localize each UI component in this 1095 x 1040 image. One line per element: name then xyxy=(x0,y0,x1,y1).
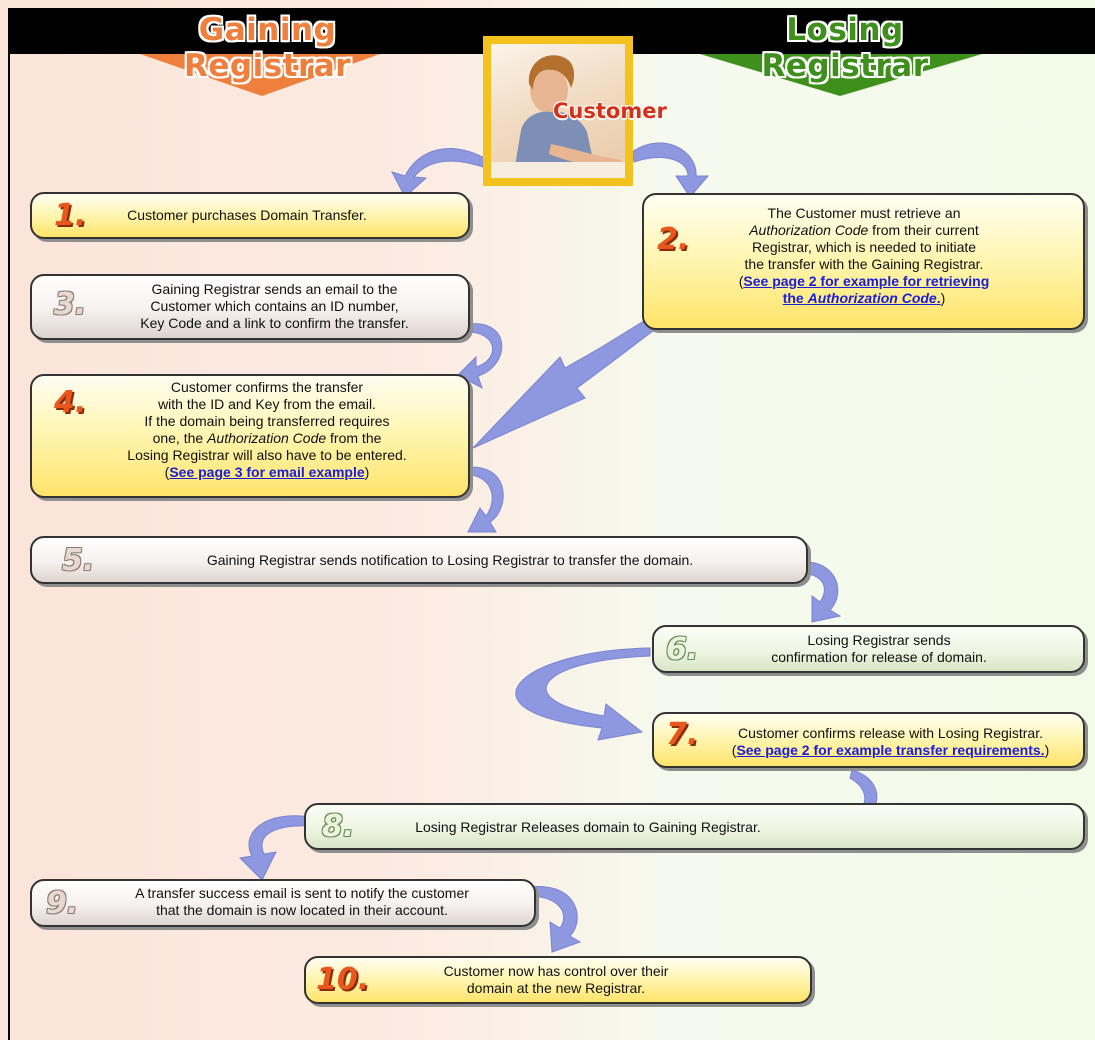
step-number: 1. xyxy=(54,198,87,233)
step-number: 6. xyxy=(666,632,699,667)
step-text: Losing Registrar Releases domain to Gain… xyxy=(415,819,761,835)
arrow-3-to-4 xyxy=(457,323,503,390)
link-part: . xyxy=(936,290,941,306)
page-2-authorization-link-cont[interactable]: the Authorization Code. xyxy=(783,290,941,306)
step-line: Customer which contains an ID number, xyxy=(150,298,399,314)
step-5-box: 5. Gaining Registrar sends notification … xyxy=(30,536,808,584)
step-line: Authorization Code from their current xyxy=(704,222,1024,239)
step-10-box: 10. Customer now has control over their … xyxy=(304,956,812,1004)
frame-border xyxy=(8,54,10,1040)
emphasis-text: Authorization Code xyxy=(807,290,937,306)
step-line: confirmation for release of domain. xyxy=(771,649,987,665)
step-4-box: 4. Customer confirms the transfer with t… xyxy=(30,374,470,498)
losing-pointer xyxy=(700,54,982,96)
step-line: (See page 2 for example for retrieving xyxy=(704,273,1024,290)
step-6-box: 6. Losing Registrar sends confirmation f… xyxy=(652,625,1085,673)
paren-open: ( xyxy=(164,464,170,480)
step-text: Customer now has control over their doma… xyxy=(396,963,716,997)
step-3-box: 3. Gaining Registrar sends an email to t… xyxy=(30,274,470,340)
step-line: A transfer success email is sent to noti… xyxy=(135,885,469,901)
step-line: with the ID and Key from the email. xyxy=(158,396,376,412)
step-line: Losing Registrar will also have to be en… xyxy=(127,447,407,463)
step-line: The Customer must retrieve an xyxy=(767,205,961,221)
step-line-part: from their current xyxy=(868,222,979,238)
step-text: Customer purchases Domain Transfer. xyxy=(127,207,367,223)
arrow-6-to-7 xyxy=(515,647,651,741)
step-line: domain at the new Registrar. xyxy=(466,980,646,996)
step-number: 4. xyxy=(54,385,87,420)
step-line: Losing Registrar sends xyxy=(807,632,951,648)
step-line: Customer confirms the transfer xyxy=(170,379,364,395)
step-line: the Authorization Code.) xyxy=(704,290,1024,307)
arrow-4-to-5 xyxy=(461,466,504,533)
paren-open: ( xyxy=(738,273,744,289)
step-line: (See page 2 for example transfer require… xyxy=(696,742,1085,759)
step-text: A transfer success email is sent to noti… xyxy=(82,885,522,919)
paren-open: ( xyxy=(731,742,737,758)
step-line: Key Code and a link to confirm the trans… xyxy=(140,315,409,331)
step-number: 7. xyxy=(666,717,699,752)
step-line: Customer confirms release with Losing Re… xyxy=(737,725,1043,741)
step-line: Registrar, which is needed to initiate xyxy=(751,239,977,255)
step-line: (See page 3 for email example) xyxy=(87,464,447,481)
step-number: 10. xyxy=(316,962,370,997)
step-line-part: from the xyxy=(326,430,382,446)
gaining-registrar-title: Gaining Registrar xyxy=(184,12,351,84)
step-2-box: 2. The Customer must retrieve an Authori… xyxy=(642,193,1085,330)
step-text: Customer confirms the transfer with the … xyxy=(87,379,447,481)
step-7-box: 7. Customer confirms release with Losing… xyxy=(652,712,1085,768)
step-8-box: 8. Losing Registrar Releases domain to G… xyxy=(304,803,1085,850)
arrow-9-to-10 xyxy=(521,886,582,953)
step-number: 8. xyxy=(322,809,355,844)
step-text: Gaining Registrar sends notification to … xyxy=(206,552,694,568)
page-2-requirements-link[interactable]: See page 2 for example transfer requirem… xyxy=(736,742,1045,758)
arrow-customer-to-1 xyxy=(391,148,489,198)
paren-close: ) xyxy=(364,464,370,480)
step-number: 5. xyxy=(62,543,95,578)
customer-illustration xyxy=(491,55,625,178)
gaining-pointer xyxy=(140,54,380,96)
step-number: 3. xyxy=(54,287,87,322)
step-line: that the domain is now located in their … xyxy=(156,902,448,918)
step-line: the transfer with the Gaining Registrar. xyxy=(744,256,984,272)
emphasis-text: Authorization Code xyxy=(207,430,327,446)
step-line: If the domain being transferred requires xyxy=(144,413,390,429)
step-number: 9. xyxy=(46,886,79,921)
link-part: the xyxy=(782,290,808,306)
step-line: Customer now has control over their xyxy=(443,963,669,979)
paren-close: ) xyxy=(940,290,946,306)
step-text: Losing Registrar sends confirmation for … xyxy=(744,632,1014,666)
emphasis-text: Authorization Code xyxy=(749,222,869,238)
step-text: Gaining Registrar sends an email to the … xyxy=(102,281,447,332)
step-line-part: one, the xyxy=(152,430,208,446)
losing-registrar-title: Losing Registrar xyxy=(761,12,929,84)
step-1-box: 1. Customer purchases Domain Transfer. xyxy=(30,192,470,239)
arrow-customer-to-2 xyxy=(631,142,710,198)
step-line: Gaining Registrar sends an email to the xyxy=(151,281,398,297)
page-2-authorization-link[interactable]: See page 2 for example for retrieving xyxy=(743,273,990,289)
customer-photo-image xyxy=(491,44,625,178)
paren-close: ) xyxy=(1044,742,1050,758)
step-text: Customer confirms release with Losing Re… xyxy=(696,725,1085,759)
page-3-email-link[interactable]: See page 3 for email example xyxy=(169,464,365,480)
step-number: 2. xyxy=(657,222,690,257)
step-line: one, the Authorization Code from the xyxy=(87,430,447,447)
customer-photo xyxy=(483,36,633,186)
step-9-box: 9. A transfer success email is sent to n… xyxy=(30,879,536,927)
customer-label: Customer xyxy=(553,99,667,123)
step-text: The Customer must retrieve an Authorizat… xyxy=(704,205,1024,307)
arrow-2-to-4 xyxy=(472,307,671,449)
